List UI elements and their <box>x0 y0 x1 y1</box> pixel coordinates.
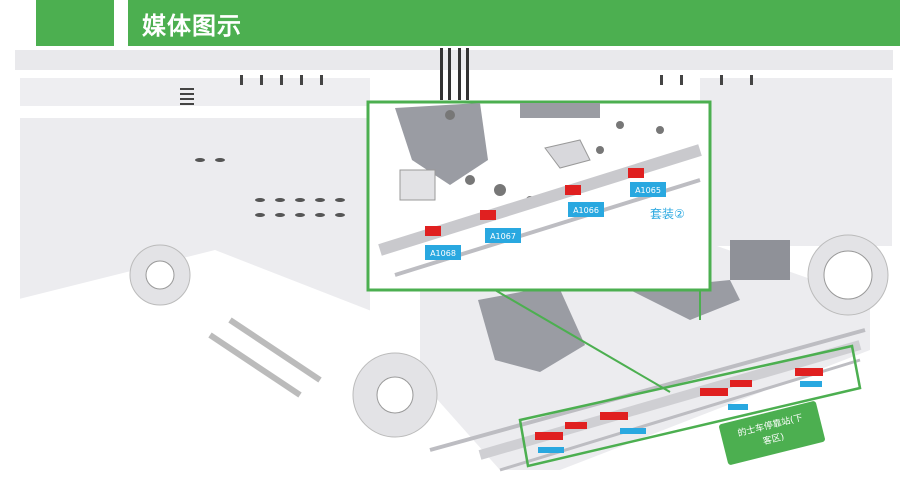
ad-slot-label: A1065 <box>635 186 661 195</box>
taxi-stop-markers <box>535 368 823 453</box>
page-header: 媒体图示 <box>0 0 900 48</box>
taxi-stop-callout: 的士车停靠站(下 客区) <box>719 401 825 465</box>
taxi-stop-zone-outline <box>518 344 862 468</box>
page-title: 媒体图示 <box>142 12 242 40</box>
header-title-bar: 媒体图示 <box>128 0 900 46</box>
ad-slot-label: A1066 <box>573 206 599 215</box>
ad-slot-a1068[interactable]: A1068 <box>425 245 461 260</box>
ad-slot-a1067[interactable]: A1067 <box>485 228 521 243</box>
set-label: 套装② <box>650 207 685 221</box>
ad-slot-label: A1067 <box>490 232 516 241</box>
header-accent-block <box>36 0 114 46</box>
ad-slot-a1065[interactable]: A1065 <box>630 182 666 197</box>
floor-plan-base <box>15 48 893 500</box>
ad-slot-a1066[interactable]: A1066 <box>568 202 604 217</box>
ad-slot-label: A1068 <box>430 249 456 258</box>
airport-floor-map: A1068 A1067 A1066 A1065 套装② 的士车停靠站(下 客区) <box>0 48 900 503</box>
